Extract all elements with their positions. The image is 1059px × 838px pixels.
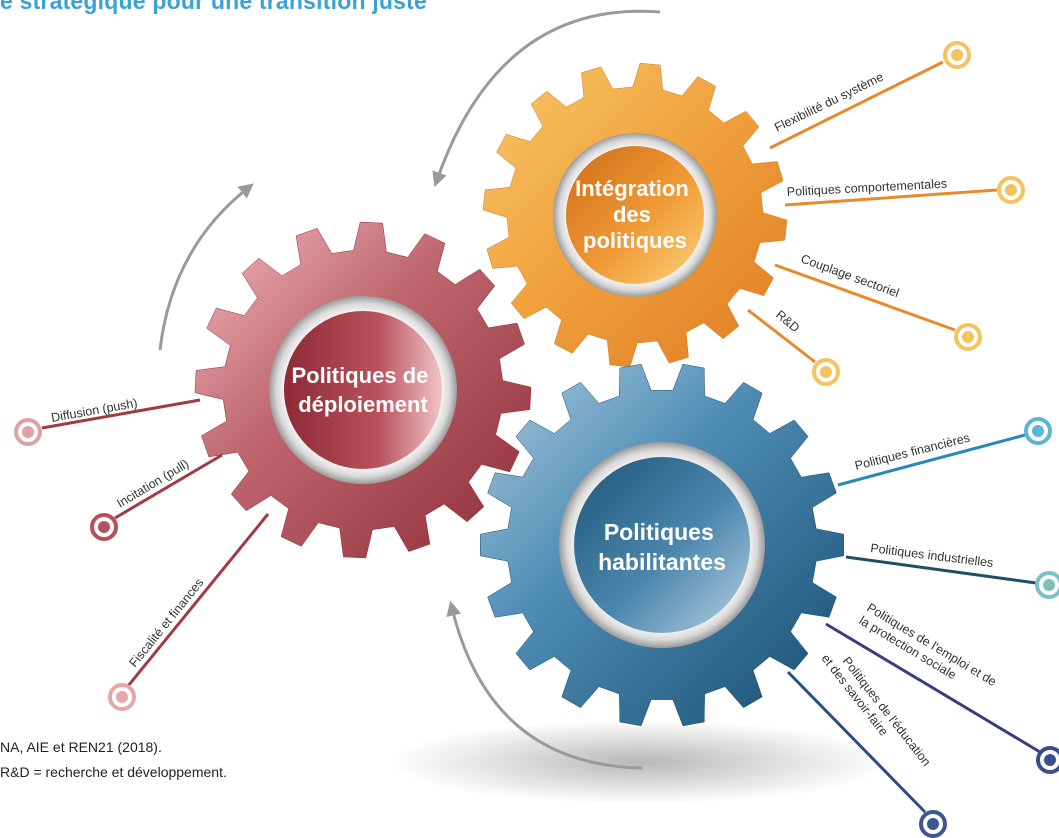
source-note: NA, AIE et REN21 (2018).: [0, 739, 162, 755]
svg-text:Politiques habilitantes: Politiques habilitantes: [598, 519, 726, 575]
abbreviation-note: R&D = recherche et développement.: [0, 764, 227, 780]
rotation-arrows: [158, 9, 661, 770]
svg-text:Politiques de déploiemen: Politiques de déploiement: [291, 363, 434, 417]
integration-hub: Intégration des politiques: [553, 133, 717, 297]
svg-text:Intégration des po: Intégration des politiques: [575, 176, 695, 253]
deployment-label-line2: déploiement: [298, 392, 428, 417]
enabling-label-line1: Politiques: [604, 519, 714, 545]
diagram-title: e stratégique pour une transition juste: [0, 0, 427, 14]
branch-label-fiscalite: Fiscalité et finances: [126, 576, 206, 670]
branch-label-industrielles: Politiques industrielles: [870, 541, 994, 570]
deployment-label-line1: Politiques de: [291, 363, 428, 388]
integration-label-line1: Intégration: [575, 176, 689, 201]
enabling-hub: Politiques habilitantes: [559, 442, 765, 648]
integration-label-line2: des: [613, 202, 651, 227]
integration-branches: Flexibilité du système Politiques compor…: [747, 41, 1025, 386]
rotation-arrow-left-icon: [158, 183, 254, 351]
deployment-hub: Politiques de déploiement: [269, 296, 457, 484]
branch-label-flexibilite: Flexibilité du système: [772, 70, 886, 135]
rotation-arrow-bottom-icon: [446, 600, 643, 770]
branch-label-incitation: Incitation (pull): [114, 457, 191, 511]
branch-label-emploi: Politiques de l'emploi et de la protecti…: [857, 601, 1002, 704]
rotation-arrow-top-icon: [432, 9, 661, 188]
enabling-label-line2: habilitantes: [598, 549, 726, 575]
floor-shadow: [390, 720, 890, 804]
integration-label-line3: politiques: [583, 228, 687, 253]
branch-label-diffusion: Diffusion (push): [50, 396, 138, 425]
